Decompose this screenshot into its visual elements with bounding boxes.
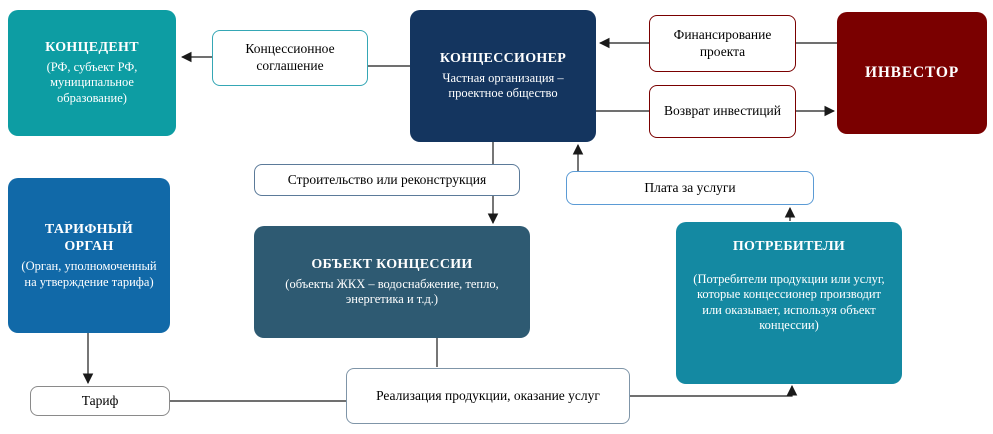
tariff-label: Тариф — [81, 392, 119, 408]
service-payment-label: Плата за услуги — [644, 179, 736, 195]
node-sales: Реализация продукции, оказание услуг — [346, 368, 630, 424]
node-service-payment: Плата за услуги — [566, 171, 814, 205]
concessionaire-title: КОНЦЕССИОНЕР — [439, 51, 567, 67]
consumers-title: ПОТРЕБИТЕЛИ — [732, 239, 846, 254]
node-tariff: Тариф — [30, 386, 170, 416]
node-consumers: ПОТРЕБИТЕЛИ (Потребители продукции или у… — [676, 222, 902, 384]
node-koncedent: КОНЦЕДЕНТ (РФ, субъект РФ, муниципальное… — [8, 10, 176, 136]
tariff-authority-title: ТАРИФНЫЙ ОРГАН — [44, 221, 134, 255]
koncedent-subtitle: (РФ, субъект РФ, муниципальное образован… — [46, 59, 138, 106]
tariff-authority-subtitle: (Орган, уполномоченный на утверждение та… — [21, 258, 157, 289]
node-construction: Строительство или реконструкция — [254, 164, 520, 196]
node-concession-object: ОБЪЕКТ КОНЦЕССИИ (объекты ЖКХ – водоснаб… — [254, 226, 530, 338]
construction-label: Строительство или реконструкция — [287, 171, 487, 187]
concession-object-title: ОБЪЕКТ КОНЦЕССИИ — [311, 257, 473, 273]
return-investments-label: Возврат инвестиций — [664, 103, 781, 119]
node-investor: ИНВЕСТОР — [837, 12, 987, 134]
concessionaire-subtitle: Частная организация – проектное общество — [442, 70, 564, 101]
node-concessionaire: КОНЦЕССИОНЕР Частная организация – проек… — [410, 10, 596, 142]
connector-sales-to-consumers — [630, 384, 798, 397]
node-project-financing: Финансирование проекта — [649, 15, 796, 72]
investor-title: ИНВЕСТОР — [864, 64, 960, 82]
node-return-investments: Возврат инвестиций — [649, 85, 796, 138]
project-financing-label: Финансирование проекта — [673, 26, 772, 59]
concession-object-subtitle: (объекты ЖКХ – водоснабжение, тепло, эне… — [285, 276, 499, 307]
sales-label: Реализация продукции, оказание услуг — [376, 387, 600, 403]
node-concession-agreement: Концессионное соглашение — [212, 30, 368, 86]
consumers-subtitle: (Потребители продукции или услуг, которы… — [693, 271, 885, 333]
koncedent-title: КОНЦЕДЕНТ — [45, 40, 139, 56]
node-tariff-authority: ТАРИФНЫЙ ОРГАН (Орган, уполномоченный на… — [8, 178, 170, 333]
concession-agreement-label: Концессионное соглашение — [245, 41, 335, 73]
